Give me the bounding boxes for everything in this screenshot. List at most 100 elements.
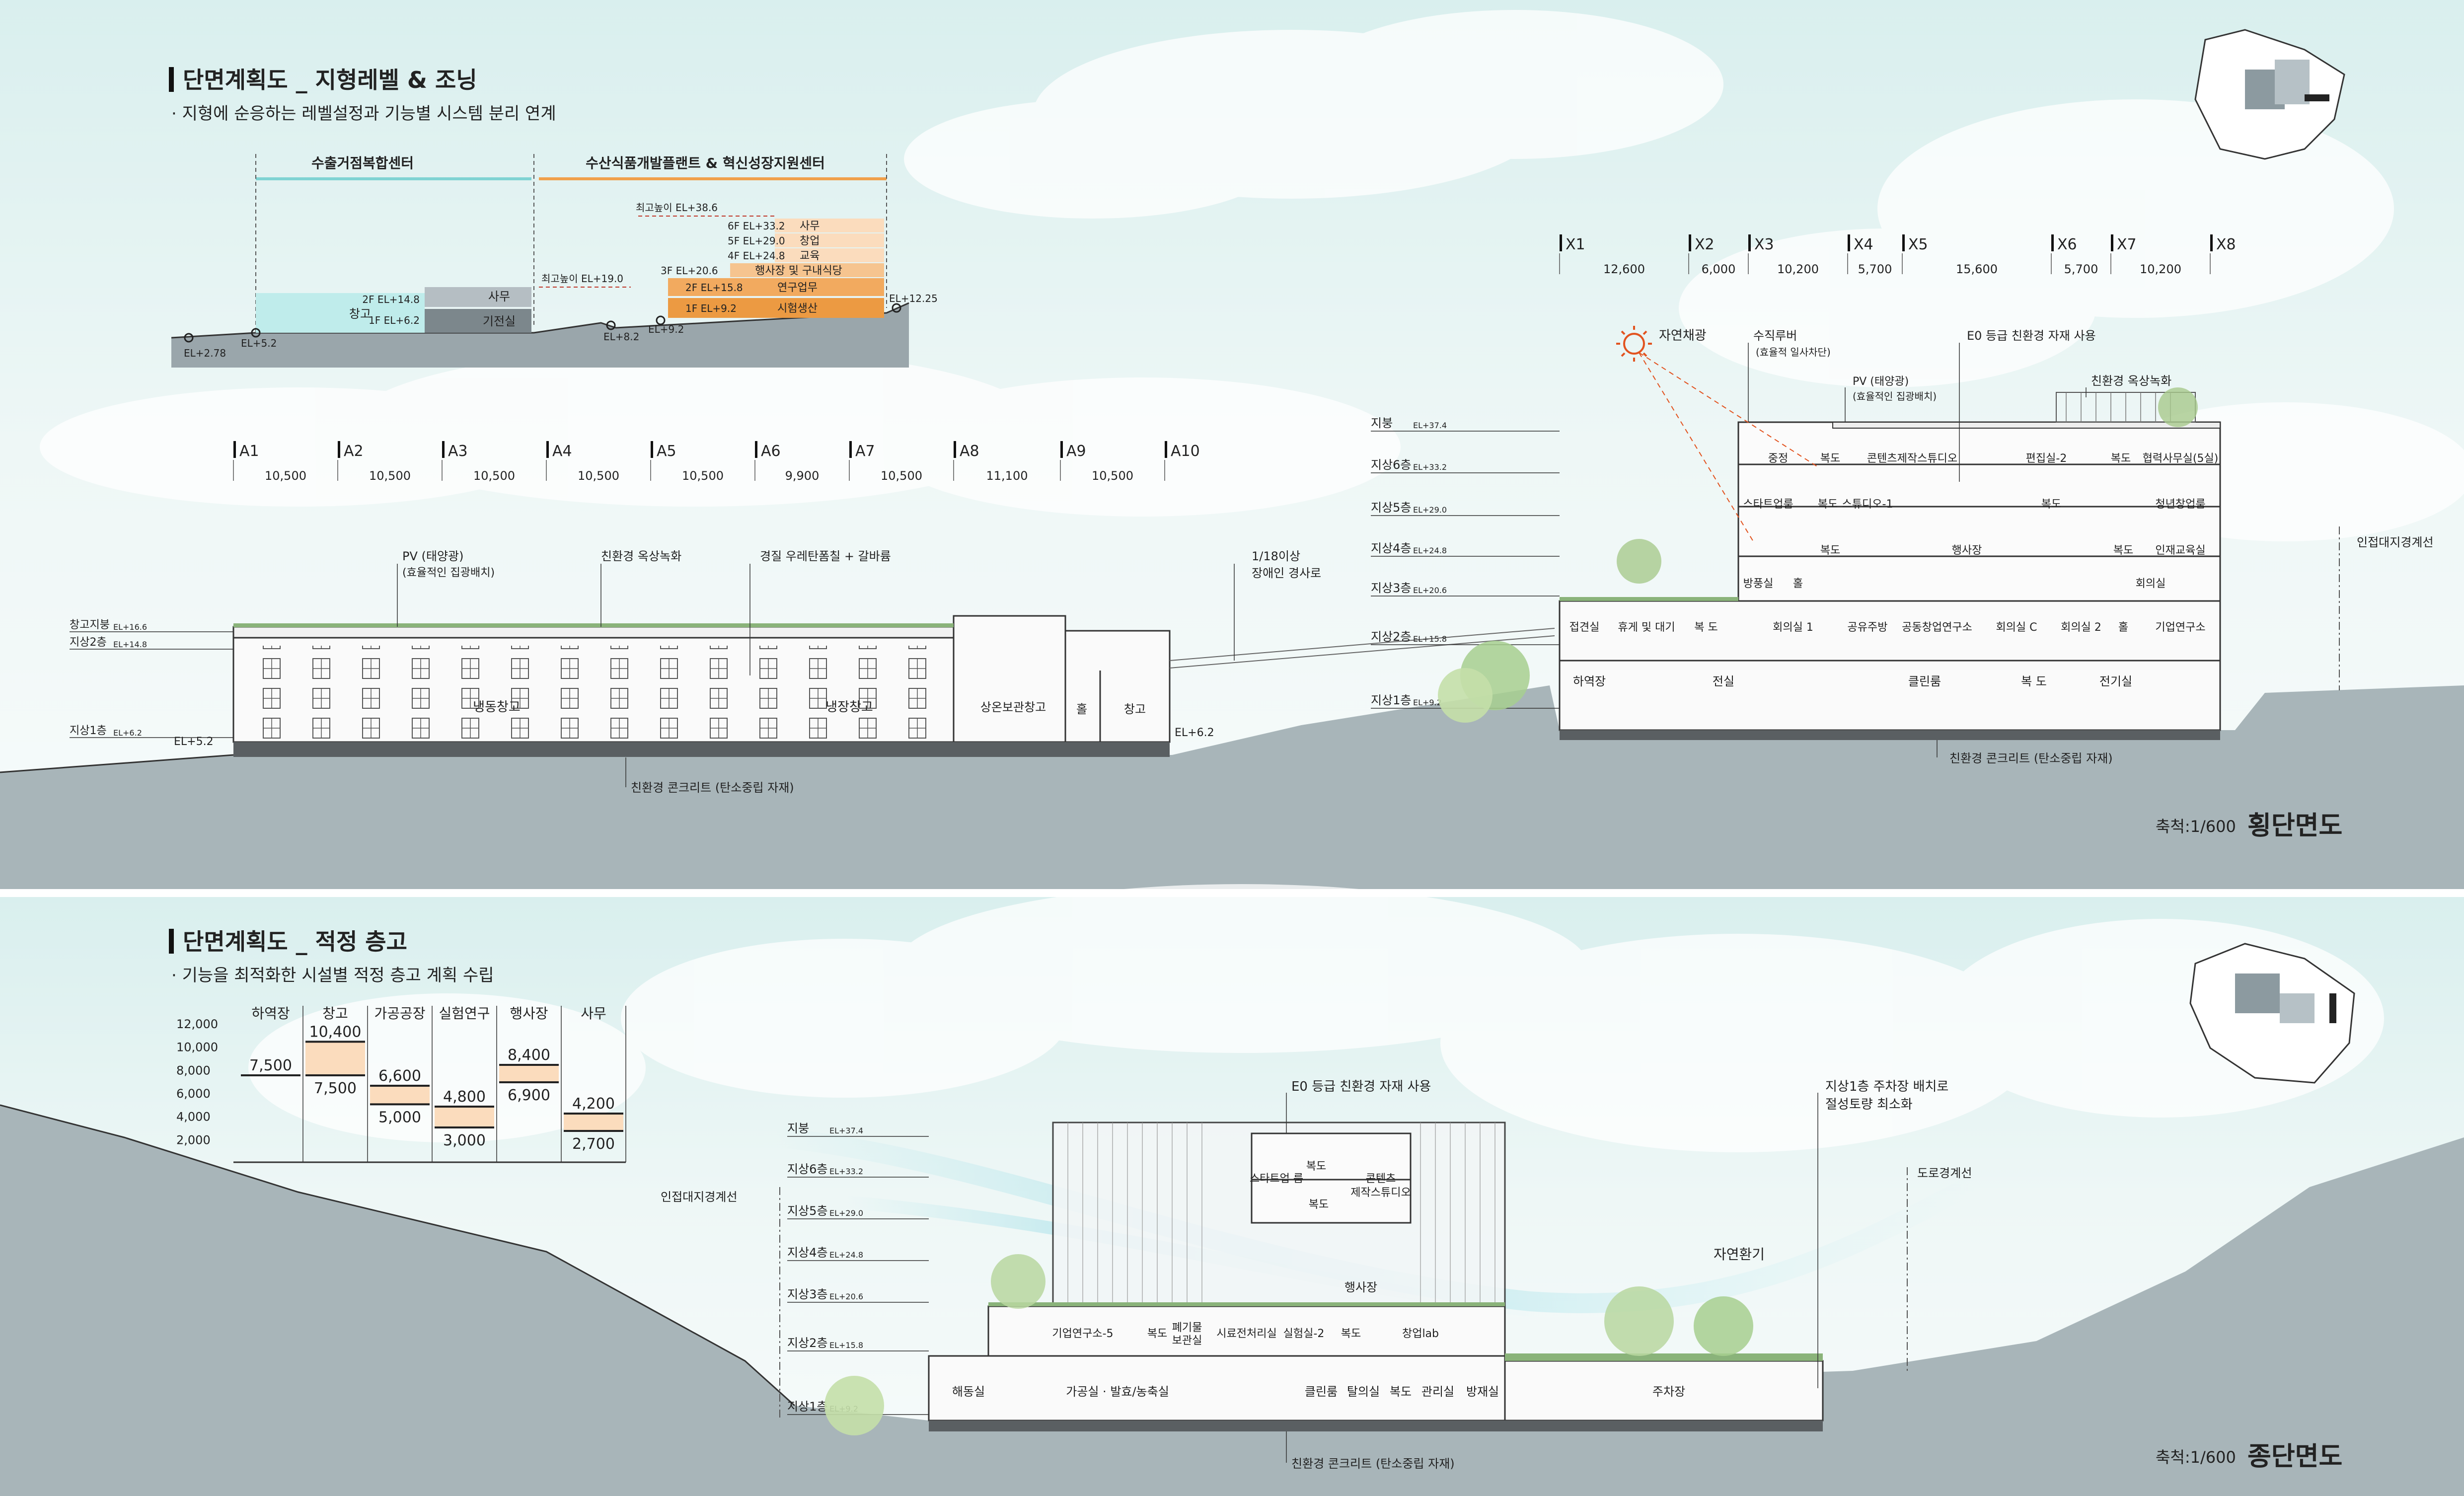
long-room: 클린룸 [1305,1385,1338,1399]
zoning-el-1: EL+2.78 [184,347,226,359]
height-value: 4,800 [443,1088,486,1106]
height-col-name: 실험연구 [439,1005,490,1022]
zoning-max-height-1: 최고높이 EL+38.6 [636,202,718,214]
cross-room: 전기실 [2099,674,2132,688]
zoning-right-block-research: 연구업무 [777,282,818,294]
cross-room: 협력사무실(5실) [2143,452,2219,465]
cross-room: 복도 [2041,498,2061,511]
long-room: 실험실-2 [1283,1328,1325,1340]
wh-note-green: 친환경 옥상녹화 [601,549,681,563]
wh-level-2f-el: EL+14.8 [113,640,147,649]
wh-el-right: EL+6.2 [1175,727,1214,739]
wh-note-truss: 경질 우레탄폼칠 + 갈바륨 [760,549,891,563]
cross-room: 중정 [1768,452,1788,465]
height-value-sub: 3,000 [443,1132,486,1149]
height-col-name: 사무 [581,1005,606,1022]
grid-dim: 10,200 [2140,262,2181,276]
grid-tick [442,441,445,458]
cross-room: 회의실 1 [1773,621,1813,634]
cross-room: 회의실 [2136,578,2166,590]
level-el-5: EL+15.8 [829,1341,863,1350]
zoning-max-height-2: 최고높이 EL+19.0 [541,273,623,285]
long-note-vent: 자연환기 [1714,1246,1765,1263]
warehouse-section: 창고지붕 EL+16.6 지상2층 EL+14.8 지상1층 EL+6.2 EL… [70,549,1555,795]
grid-tick [2051,234,2054,251]
height-value: 7,500 [249,1057,292,1074]
cross-note-pv-sub: (효율적인 집광배치) [1853,390,1937,402]
long-room: 관리실 [1421,1385,1454,1399]
terrain-long-section [0,1105,2464,1496]
cross-room: 스타트업룸 [1743,498,1793,511]
cross-room: 접견실 [1569,621,1600,634]
zoning-el-2: EL+5.2 [241,337,277,349]
cross-note-green: 친환경 옥상녹화 [2091,374,2171,388]
grid-dim: 10,500 [578,469,619,483]
zoning-left-block-mech: 기전실 [483,314,516,328]
cross-room: 홀 [2118,621,2128,634]
height-axis-label: 8,000 [176,1063,211,1077]
long-room: 탈의실 [1347,1385,1380,1399]
cross-room: 회의실 2 [2061,621,2101,634]
grid-tick [2210,234,2213,251]
grid-label-x3: X3 [1754,236,1774,253]
long-note-boundary: 인접대지경계선 [661,1190,738,1204]
grid-dim: 15,600 [1956,262,1998,276]
cross-room: 방풍실 [1743,578,1774,590]
cross-room: 인재교육실 [2155,544,2205,557]
cross-room: 복도 [1820,544,1840,557]
height-value-sub: 7,500 [314,1080,357,1097]
height-band [435,1107,494,1127]
zoning-right-block-startup: 창업 [800,235,820,247]
cross-note-boundary: 인접대지경계선 [2357,535,2434,549]
level-name-5: 지상2층 [787,1336,828,1350]
wh-note-concrete: 친환경 콘크리트 (탄소중립 자재) [631,781,794,795]
cross-room: 복도 [1820,452,1840,465]
wh-room-ambient: 상온보관창고 [980,700,1046,714]
grid-label-a4: A4 [552,443,572,460]
grid-label-a6: A6 [761,443,781,460]
grid-label-x1: X1 [1566,236,1585,253]
cross-room: 홀 [1793,578,1803,590]
zoning-left-level-1f: 1F EL+6.2 [369,314,420,326]
level-el-1: EL+33.2 [1413,462,1447,472]
zoning-right-header: 수산식품개발플랜트 & 혁신성장지원센터 [586,155,825,171]
grid-dim: 10,500 [473,469,515,483]
height-value: 6,600 [378,1067,421,1085]
level-el-0: EL+37.4 [829,1126,863,1135]
grid-dim: 5,700 [2064,262,2098,276]
grid-dim: 10,500 [265,469,306,483]
grid-label-a1: A1 [239,443,259,460]
long-note-parking-sub: 절성토량 최소화 [1825,1097,1913,1112]
level-name-1: 지상6층 [1371,458,1412,472]
grid-dim: 6,000 [1702,262,1736,276]
level-el-4: EL+20.6 [1413,586,1447,595]
long-room: 창업lab [1402,1328,1439,1340]
level-el-3: EL+24.8 [1413,546,1447,555]
level-name-6: 지상1층 [787,1400,828,1414]
bottom-scale-title: 종단면도 [2247,1442,2342,1472]
grid-tick [1748,234,1751,251]
height-value: 4,200 [572,1095,615,1113]
cross-note-pv: PV (태양광) [1853,375,1909,388]
zoning-left-block-office: 사무 [488,290,510,303]
grid-tick [338,441,340,458]
level-el-5: EL+15.8 [1413,634,1447,644]
zoning-right-level-2f: 2F EL+15.8 [685,282,743,294]
long-note-road: 도로경계선 [1917,1166,1972,1180]
grid-dim: 10,500 [369,469,411,483]
zoning-left-header: 수출거점복합센터 [311,155,414,171]
height-axis-label: 12,000 [176,1017,218,1031]
grid-dim: 10,500 [682,469,724,483]
grid-label-a2: A2 [344,443,364,460]
grid-label-x7: X7 [2117,236,2137,253]
level-name-2: 지상5층 [1371,501,1412,515]
wh-room-cold: 냉장창고 [825,700,873,715]
grid-dim: 11,100 [986,469,1028,483]
level-el-4: EL+20.6 [829,1292,863,1301]
cross-room: 하역장 [1573,674,1606,688]
